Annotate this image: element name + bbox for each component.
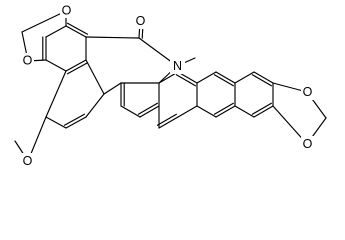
amide-nitrogen-label: N	[173, 59, 182, 73]
single-bond	[45, 70, 67, 118]
single-bond	[234, 71, 255, 84]
single-bond	[196, 71, 217, 84]
single-bond	[253, 105, 274, 118]
single-bond	[45, 59, 67, 72]
single-bond	[139, 105, 160, 118]
aromatic-double-bond	[63, 113, 86, 126]
oxygen-label-mask	[21, 53, 34, 68]
single-bond	[65, 59, 87, 72]
oxygen-label-mask	[301, 84, 314, 100]
single-bond	[65, 116, 87, 129]
aromatic-double-bond	[66, 62, 89, 75]
atom-label-layer: O O O N O O O	[21, 3, 314, 169]
aromatic-double-bond	[175, 74, 196, 87]
single-bond	[177, 105, 198, 118]
single-bond	[21, 10, 67, 33]
chemical-structure-diagram: O O O N O O O	[14, 3, 327, 169]
single-bond	[253, 71, 274, 84]
methylenedioxy-a-bottom-oxygen-label: O	[23, 54, 33, 68]
aromatic-double-bond	[156, 113, 177, 126]
single-bond	[196, 105, 217, 118]
single-bond	[85, 36, 140, 39]
single-bond	[45, 116, 67, 129]
oxygen-label-mask	[60, 3, 73, 18]
aromatic-double-bond	[213, 102, 234, 115]
oxygen-label-mask	[21, 153, 34, 169]
methoxy-oxygen-label: O	[23, 154, 33, 168]
bond-layer	[14, 10, 327, 162]
single-bond	[85, 93, 105, 118]
oxygen-label-mask	[134, 13, 147, 29]
aromatic-double-bond	[66, 22, 89, 35]
methylenedioxy-b-top-oxygen-label: O	[303, 85, 313, 99]
nitrogen-label-mask	[170, 58, 185, 74]
methylenedioxy-b-bottom-oxygen-label: O	[303, 137, 313, 151]
single-bond	[158, 116, 179, 129]
carbonyl-oxygen-label: O	[136, 14, 146, 28]
single-bond	[45, 25, 67, 38]
aromatic-double-bond	[251, 74, 272, 87]
single-bond	[234, 105, 255, 118]
aromatic-double-bond	[137, 102, 158, 115]
single-bond	[120, 105, 141, 118]
single-bond	[215, 71, 236, 84]
oxygen-label-mask	[301, 136, 314, 152]
single-bond	[85, 59, 105, 95]
aromatic-double-bond	[213, 74, 234, 87]
single-bond	[65, 25, 87, 38]
single-bond	[103, 82, 122, 95]
single-bond	[215, 105, 236, 118]
aromatic-double-bond	[251, 102, 272, 115]
methylenedioxy-a-top-oxygen-label: O	[62, 4, 72, 18]
